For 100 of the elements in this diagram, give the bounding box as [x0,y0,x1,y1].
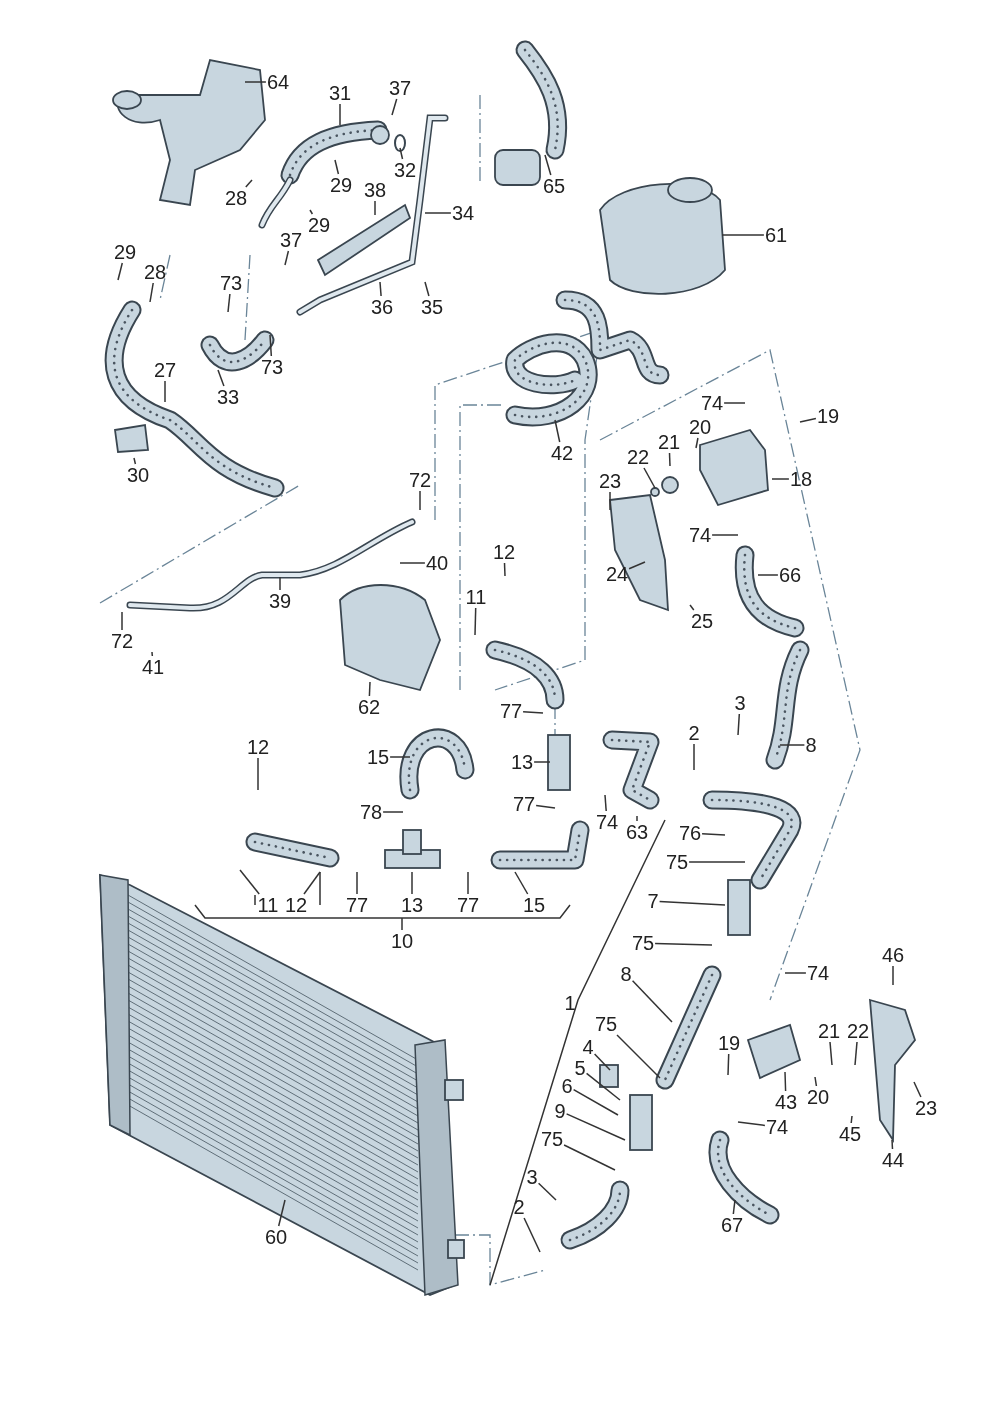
callout-number: 3 [733,692,747,714]
leader-line [269,334,273,357]
leader-line [503,562,506,577]
leader-line [554,419,561,443]
leader-line [572,1088,619,1116]
callout-number: 77 [344,894,370,916]
callout-number: 74 [699,392,725,414]
callout-number: 13 [509,751,535,773]
callout-number: 12 [491,541,517,563]
leader-line [533,761,551,763]
callout-number: 23 [913,1097,939,1119]
callout-number: 74 [594,811,620,833]
callout-number: 23 [597,470,623,492]
callout-number: 77 [511,793,537,815]
leader-line [814,1076,818,1087]
callout-number: 6 [560,1075,574,1097]
callout-number: 40 [424,552,450,574]
leader-line [151,651,154,657]
callout-number: 74 [687,524,713,546]
callout-number: 8 [619,963,633,985]
callout-number: 43 [773,1091,799,1113]
callout-number: 21 [656,431,682,453]
leader-line [374,200,376,216]
leader-line [227,293,231,313]
leader-line [892,965,894,986]
leader-line [631,980,673,1023]
callout-number: 11 [464,586,488,608]
leader-line [244,81,267,83]
leader-line [523,1217,541,1253]
callout-number: 73 [259,356,285,378]
callout-number: 67 [719,1214,745,1236]
leader-line [565,1113,626,1141]
leader-line [424,212,452,214]
callout-number: 3 [525,1166,539,1188]
callout-number: 75 [539,1128,565,1150]
leader-line [799,417,817,423]
leader-line [399,562,426,564]
leader-line [609,491,611,511]
callout-number: 73 [218,272,244,294]
callout-number: 72 [109,630,135,652]
leader-line [891,1139,894,1150]
leader-line [389,756,411,758]
leader-line [217,369,225,387]
callout-number: 66 [777,564,803,586]
leader-line [537,1182,557,1201]
callout-number: 2 [687,722,701,744]
leader-line [771,478,790,480]
leader-line [309,209,314,215]
leader-line [563,1144,616,1171]
leader-line [689,604,695,611]
leader-line [339,103,341,126]
callout-number: 22 [845,1020,871,1042]
leader-line [636,815,638,822]
callout-number: 46 [880,944,906,966]
leader-line [544,154,552,176]
callout-number: 65 [541,175,567,197]
callout-number: 11 [256,894,280,916]
leader-line [245,179,253,188]
callout-number: 60 [263,1226,289,1248]
leader-line [382,811,404,813]
callout-number: 9 [553,1100,567,1122]
callout-number: 5 [573,1057,587,1079]
callout-number: 12 [245,736,271,758]
leader-line [701,832,726,836]
leader-line [514,871,529,895]
callout-number: 42 [549,442,575,464]
leader-line [411,871,413,895]
callout-number: 27 [152,359,178,381]
leader-line [721,234,765,236]
leader-line [723,402,746,404]
leader-line [727,1053,730,1076]
leader-line [379,281,382,297]
callout-number: 36 [369,296,395,318]
callout-number: 22 [625,446,651,468]
leader-line [593,1053,611,1071]
callout-number: 45 [837,1123,863,1145]
leader-line [784,1071,787,1092]
leader-line [284,250,290,266]
callout-number: 62 [356,696,382,718]
leader-line [467,871,469,895]
leader-line [779,744,806,746]
callout-number: 29 [306,214,332,236]
callout-number: 61 [763,224,789,246]
callout-number: 21 [816,1020,842,1042]
callout-number: 4 [581,1036,595,1058]
leader-line [257,757,259,791]
callout-number: 37 [278,229,304,251]
leader-line [585,1072,621,1101]
callout-number: 2 [512,1196,526,1218]
callout-number: 31 [327,82,353,104]
callout-number: 20 [687,416,713,438]
leader-line [277,1199,286,1227]
callout-number: 75 [630,932,656,954]
callout-number: 35 [419,296,445,318]
callout-number: 34 [450,202,476,224]
leader-line [356,871,358,895]
leader-line [737,713,741,736]
leader-line [133,457,137,465]
callout-number: 64 [265,71,291,93]
leader-line [239,869,260,895]
